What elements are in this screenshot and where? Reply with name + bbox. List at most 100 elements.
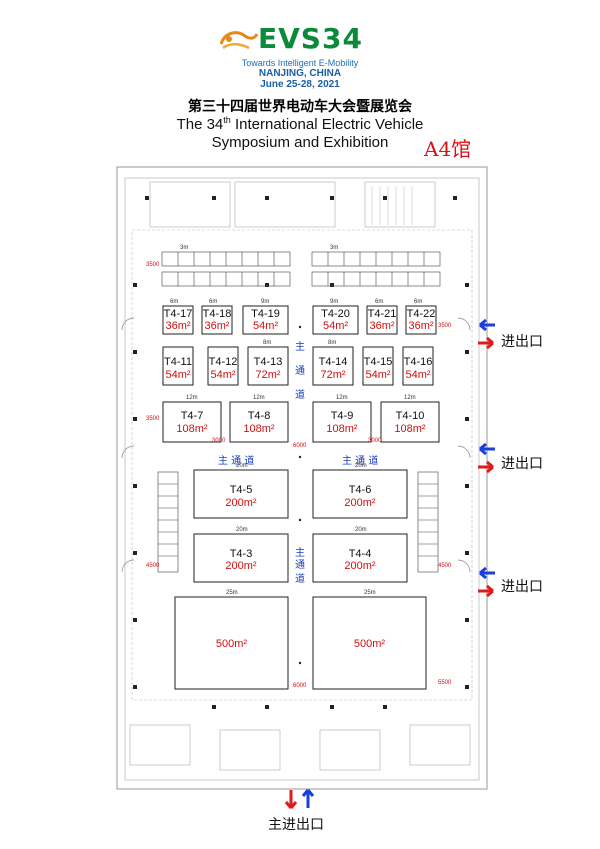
booth-area: 500m² (353, 638, 386, 650)
booth-area: 200m² (344, 560, 376, 572)
booth-id: T4-4 (348, 548, 372, 560)
booth-id: T4-11 (164, 356, 192, 368)
booth-id: T4-17 (163, 308, 193, 320)
side-entrance-arrows-3 (478, 566, 495, 598)
main-entrance-arrows (284, 789, 315, 809)
booth-t4-6 (312, 469, 408, 519)
booth-area: 108m² (394, 423, 426, 435)
aisle-vertical-char: 道 (295, 390, 305, 401)
width-label: 3m (180, 245, 189, 251)
booth-area: 108m² (176, 423, 208, 435)
location: NANJING, CHINA (258, 68, 342, 79)
booth-id: T4-21 (367, 308, 397, 320)
aisle-vertical-char: 通 (295, 366, 305, 377)
width-label: 6m (414, 299, 423, 305)
booth-t4-21 (366, 305, 398, 335)
booth-area: 54m² (210, 369, 236, 381)
evs-logo-text: EVS34 (258, 22, 363, 55)
main-aisle-label-left: 主 通 道 (218, 456, 255, 467)
booth-t4-12 (207, 346, 239, 386)
booth-500-right (312, 596, 427, 690)
aisle-vertical-char: 通 (295, 560, 305, 571)
title-english-line1: The 34th International Electric Vehicle (176, 115, 424, 133)
title-chinese: 第三十四届世界电动车大会暨展览会 (188, 99, 412, 115)
booth-id: T4-8 (247, 410, 271, 422)
width-label: 25m (226, 590, 238, 596)
main-aisle-label-right: 主 通 道 (342, 456, 379, 467)
side-entrance-label: 进出口 (501, 334, 543, 350)
dimension-label: 6000 (293, 443, 307, 449)
booth-t4-3 (193, 533, 289, 583)
width-label: 20m (236, 527, 248, 533)
booth-id: T4-9 (330, 410, 354, 422)
title-english-line2: Symposium and Exhibition (211, 134, 389, 151)
booth-id: T4-3 (229, 548, 253, 560)
booth-t4-15 (362, 346, 394, 386)
main-entrance-label: 主进出口 (268, 817, 324, 833)
booth-t4-17 (162, 305, 194, 335)
booth-t4-14 (312, 346, 354, 386)
booth-id: T4-10 (395, 410, 425, 422)
booth-t4-19 (242, 305, 289, 335)
booth-t4-7 (162, 401, 222, 443)
booth-t4-16 (402, 346, 434, 386)
width-label: 8m (328, 340, 337, 346)
aisle-vertical-char: 道 (295, 574, 305, 585)
width-label: 20m (355, 463, 367, 469)
booth-area: 108m² (326, 423, 358, 435)
dimension-label: 3000 (212, 438, 226, 444)
booth-id: T4-16 (403, 356, 433, 368)
booth-id: T4-13 (253, 356, 283, 368)
side-entrance-arrows-1 (478, 318, 495, 350)
dimension-label: 4500 (146, 563, 160, 569)
side-entrance-label: 进出口 (501, 579, 543, 595)
tagline: Towards Intelligent E-Mobility (241, 58, 359, 68)
booth-t4-13 (247, 346, 289, 386)
booth-area: 54m² (405, 369, 431, 381)
dimension-label: 4500 (438, 563, 452, 569)
booth-t4-9 (312, 401, 372, 443)
booth-area: 54m² (165, 369, 191, 381)
booth-area: 36m² (369, 320, 395, 332)
booth-area: 72m² (320, 369, 346, 381)
side-entrance-arrows-2 (478, 442, 495, 474)
width-label: 8m (263, 340, 272, 346)
width-label: 9m (261, 299, 270, 305)
booth-t4-8 (229, 401, 289, 443)
booth-area: 54m² (252, 320, 279, 332)
booth-area: 36m² (204, 320, 230, 332)
width-label: 20m (236, 463, 248, 469)
booth-id: T4-5 (229, 484, 253, 496)
booth-area: 200m² (344, 497, 376, 509)
booth-t4-11 (162, 346, 194, 386)
width-label: 20m (355, 527, 367, 533)
width-label: 12m (253, 395, 265, 401)
booth-area: 54m² (322, 320, 349, 332)
booth-area: 500m² (215, 638, 248, 650)
booth-id: T4-6 (348, 484, 372, 496)
width-label: 6m (170, 299, 179, 305)
side-entrance-label: 进出口 (501, 456, 543, 472)
booth-t4-4 (312, 533, 408, 583)
event-dates: June 25-28, 2021 (260, 79, 340, 90)
hall-outline (116, 166, 488, 790)
dimension-label: 3500 (146, 416, 160, 422)
dimension-label: 3000 (368, 438, 382, 444)
booth-area: 108m² (243, 423, 275, 435)
booth-id: T4-15 (363, 356, 393, 368)
booth-area: 72m² (255, 369, 281, 381)
booth-area: 200m² (225, 497, 257, 509)
width-label: 25m (364, 590, 376, 596)
booth-id: T4-14 (318, 356, 348, 368)
dimension-label: 5500 (438, 680, 452, 686)
booth-500-left (174, 596, 289, 690)
width-label: 12m (186, 395, 198, 401)
booth-t4-20 (312, 305, 359, 335)
booth-area: 200m² (225, 560, 257, 572)
booth-area: 36m² (165, 320, 191, 332)
dimension-label: 3500 (438, 323, 452, 329)
width-label: 6m (209, 299, 218, 305)
dimension-label: 3500 (146, 262, 160, 268)
booth-id: T4-7 (180, 410, 204, 422)
